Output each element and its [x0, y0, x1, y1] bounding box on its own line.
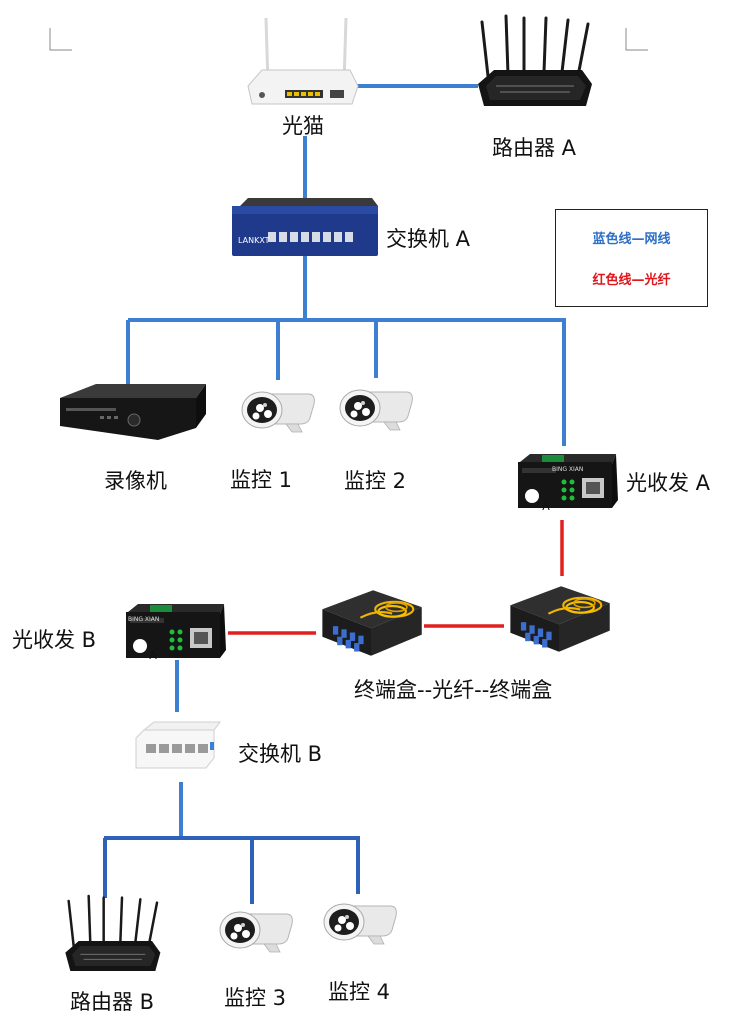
crop-marks	[49, 28, 648, 51]
svg-text:A: A	[542, 500, 550, 513]
fiber-links	[228, 520, 564, 635]
bullet-camera-icon-2	[339, 389, 413, 431]
svg-text:A: A	[149, 649, 157, 662]
fiber-modem-icon	[247, 17, 359, 105]
router-icon-a	[476, 14, 594, 108]
label-switch-b: 交换机 B	[238, 742, 323, 766]
router-icon-b	[64, 894, 162, 973]
fiber-terminal-box-icon-1	[321, 589, 423, 657]
label-transceiver-b: 光收发 B	[12, 628, 97, 652]
legend-red-line: 红色线—光纤	[592, 273, 671, 288]
small-switch-icon	[135, 721, 221, 769]
switch-brand-text: LANKXT	[238, 236, 270, 245]
label-transceiver-a: 光收发 A	[626, 471, 711, 495]
label-router-a: 路由器 A	[492, 136, 577, 160]
legend-box: 蓝色线—网线 红色线—光纤	[555, 209, 708, 307]
bullet-camera-icon-1	[241, 391, 315, 433]
fiber-terminal-box-icon-2	[509, 585, 611, 653]
fiber-transceiver-icon-b: A BING XIAN	[126, 604, 226, 662]
label-modem: 光猫	[282, 114, 324, 138]
network-cables	[103, 84, 566, 904]
label-terminal-boxes: 终端盒--光纤--终端盒	[354, 678, 553, 702]
nvr-recorder-icon	[60, 384, 206, 440]
svg-text:BING XIAN: BING XIAN	[552, 466, 583, 473]
label-cam3: 监控 3	[224, 986, 287, 1010]
bullet-camera-icon-4	[323, 903, 397, 945]
legend-blue-line: 蓝色线—网线	[592, 232, 671, 247]
bullet-camera-icon-3	[219, 911, 293, 953]
label-recorder: 录像机	[104, 469, 167, 493]
label-switch-a: 交换机 A	[386, 227, 471, 251]
label-cam2: 监控 2	[344, 469, 407, 493]
label-cam4: 监控 4	[328, 980, 391, 1004]
network-switch-icon: LANKXT	[232, 198, 378, 256]
fiber-transceiver-icon-a: A BING XIAN	[518, 454, 618, 513]
svg-text:BING XIAN: BING XIAN	[128, 616, 159, 623]
label-cam1: 监控 1	[230, 468, 293, 492]
label-router-b: 路由器 B	[70, 990, 155, 1014]
